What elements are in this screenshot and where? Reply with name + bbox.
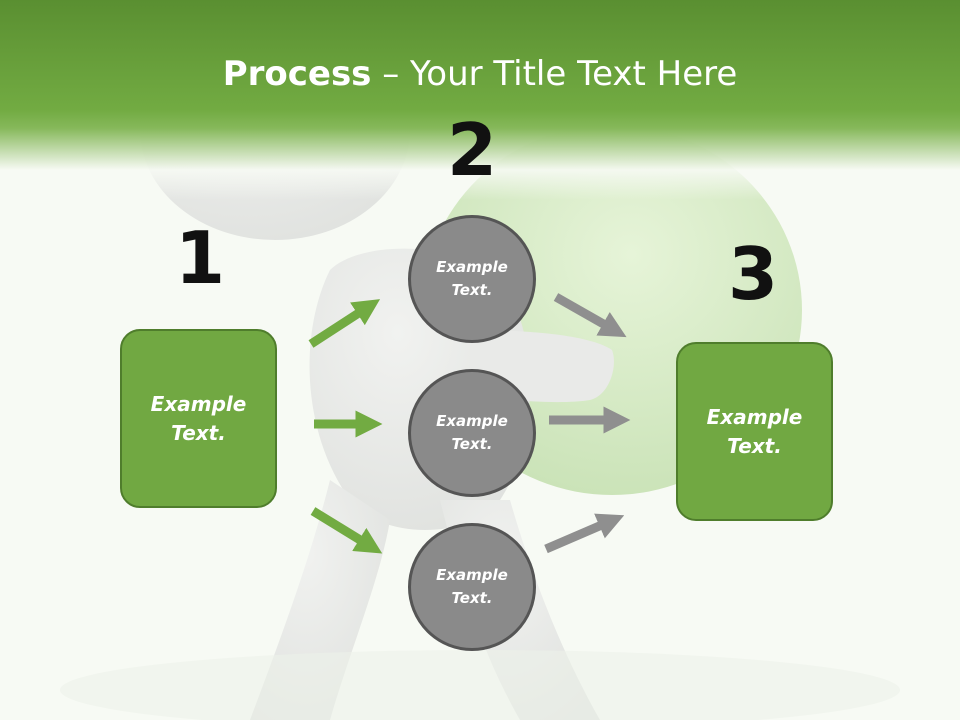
step-2-circle-bottom[interactable]: Example Text. bbox=[408, 523, 536, 651]
step-2-circle-top[interactable]: Example Text. bbox=[408, 215, 536, 343]
circle-bottom-line1: Example bbox=[436, 566, 508, 584]
slide-title: Process – Your Title Text Here bbox=[0, 52, 960, 96]
title-light: – Your Title Text Here bbox=[371, 54, 738, 94]
step-number-2: 2 bbox=[446, 108, 498, 192]
arrow-green-up bbox=[308, 299, 381, 348]
circle-bottom-line2: Text. bbox=[451, 589, 493, 607]
floor-shadow bbox=[60, 650, 900, 720]
step-3-box-line2: Text. bbox=[727, 433, 782, 458]
circle-middle-line2: Text. bbox=[451, 435, 493, 453]
step-1-box-line1: Example bbox=[150, 391, 247, 416]
step-2-circle-middle[interactable]: Example Text. bbox=[408, 369, 536, 497]
arrow-gray-down bbox=[553, 293, 627, 338]
title-bold: Process bbox=[222, 54, 372, 94]
arrow-gray-up bbox=[544, 513, 625, 554]
header-band bbox=[0, 0, 960, 200]
step-3-box-line1: Example bbox=[706, 404, 803, 429]
circle-top-line2: Text. bbox=[451, 281, 493, 299]
step-3-box[interactable]: Example Text. bbox=[676, 342, 833, 521]
step-1-box[interactable]: Example Text. bbox=[120, 329, 277, 508]
circle-top-line1: Example bbox=[436, 258, 508, 276]
step-1-box-line2: Text. bbox=[171, 420, 226, 445]
step-number-1: 1 bbox=[174, 216, 226, 300]
circle-middle-line1: Example bbox=[436, 412, 508, 430]
arrow-green-down bbox=[310, 507, 383, 554]
step-number-3: 3 bbox=[727, 232, 779, 316]
